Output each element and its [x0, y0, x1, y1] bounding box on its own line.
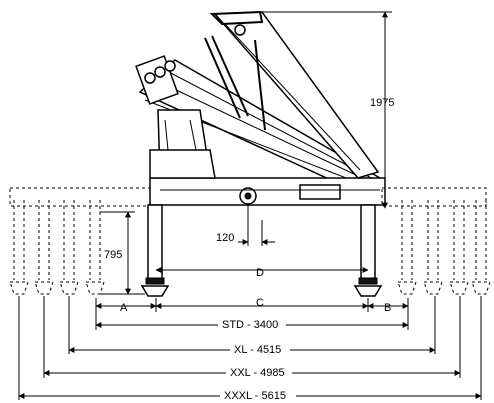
dimension-D-label: D	[256, 267, 264, 279]
dimension-A-label: A	[120, 302, 128, 314]
dashed-leg-left-3	[59, 200, 79, 295]
dashed-leg-left-2	[34, 200, 54, 295]
dimension-D: D	[155, 267, 369, 279]
stabilizer-leg-right	[353, 204, 383, 297]
dimension-ACB: A C B	[95, 297, 409, 314]
dashed-leg-left-1	[9, 200, 29, 295]
crane-boom	[135, 10, 386, 206]
xl-width-label: XL - 4515	[234, 344, 281, 356]
height-label: 1975	[370, 97, 394, 109]
leg-height-dimension: 795	[100, 211, 145, 295]
dashed-leg-right-2	[423, 200, 443, 295]
dashed-leg-right-3	[449, 200, 469, 295]
offset-dimension: 120	[216, 205, 275, 246]
dimension-C-label: C	[256, 297, 264, 309]
leg-height-label: 795	[104, 249, 122, 261]
dashed-leg-right-4	[471, 200, 491, 295]
dashed-leg-right-1	[397, 200, 417, 295]
offset-label: 120	[216, 232, 234, 244]
dashed-leg-left-4	[85, 200, 105, 295]
xxxl-width-label: XXXL - 5615	[224, 390, 286, 402]
width-dimensions: STD - 3400 XL - 4515 XXL - 4985 XXXL - 5…	[18, 296, 482, 402]
xxl-width-label: XXL - 4985	[230, 367, 285, 379]
extended-outriggers	[9, 187, 491, 295]
height-dimension: 1975	[262, 11, 394, 209]
stabilizer-leg-left	[140, 204, 170, 297]
std-width-label: STD - 3400	[222, 319, 278, 331]
dimension-B-label: B	[384, 302, 391, 314]
